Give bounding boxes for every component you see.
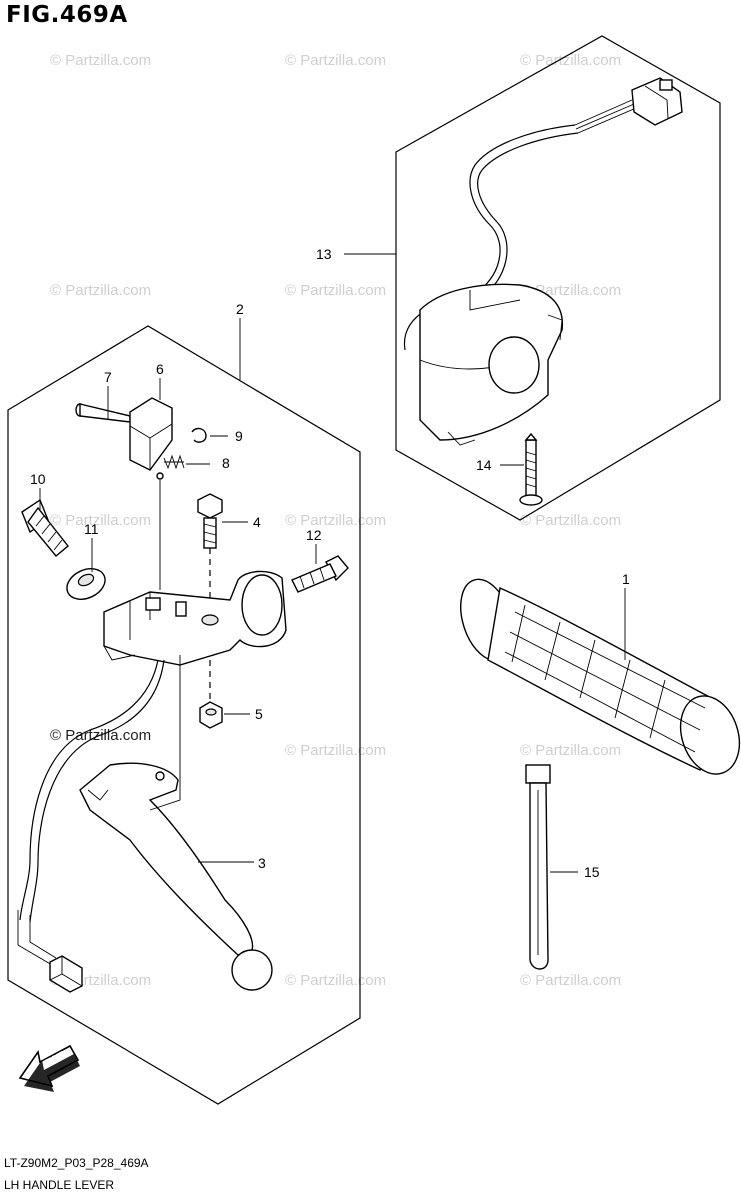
watermark: © Partzilla.com xyxy=(285,52,386,69)
fwd-arrow-icon: FWD xyxy=(18,1044,80,1092)
clutch-switch-part xyxy=(129,397,173,480)
lever-holder-part xyxy=(103,570,287,666)
lever-assembly-box xyxy=(7,325,361,1105)
callout-label: 12 xyxy=(306,527,322,543)
watermark: © Partzilla.com xyxy=(520,972,621,989)
callout-label: 5 xyxy=(255,706,263,722)
leader-lines xyxy=(39,253,626,873)
figure-code: LT-Z90M2_P03_P28_469A xyxy=(4,1156,149,1170)
callout-label: 13 xyxy=(316,246,332,262)
callout-label: 14 xyxy=(476,457,492,473)
handlebar-switch-part xyxy=(403,77,683,446)
adjuster-bolt-part xyxy=(21,498,69,557)
callout-label: 10 xyxy=(30,471,46,487)
callout-label: 3 xyxy=(258,855,266,871)
figure-name: LH HANDLE LEVER xyxy=(4,1178,115,1192)
watermark: © Partzilla.com xyxy=(50,282,151,299)
locknut-part xyxy=(66,568,106,600)
grip-part xyxy=(460,578,741,775)
watermark: © Partzilla.com xyxy=(520,742,621,759)
screw-part xyxy=(519,432,543,506)
watermark: © Partzilla.com xyxy=(50,512,151,529)
callout-label: 4 xyxy=(253,514,261,530)
callout-label: 1 xyxy=(622,571,630,587)
watermark: © Partzilla.com xyxy=(285,282,386,299)
callout-label: 2 xyxy=(236,301,244,317)
lever-part xyxy=(17,659,273,993)
callout-label: 9 xyxy=(235,428,243,444)
watermark: © Partzilla.com xyxy=(520,512,621,529)
nut-part xyxy=(199,701,223,729)
callout-label: 6 xyxy=(156,361,164,377)
spring-part xyxy=(163,454,185,470)
pin-part xyxy=(75,403,131,423)
watermark: © Partzilla.com xyxy=(285,512,386,529)
watermark: © Partzilla.com xyxy=(285,972,386,989)
callout-label: 8 xyxy=(222,455,230,471)
watermark: © Partzilla.com xyxy=(285,742,386,759)
callout-label: 7 xyxy=(104,369,112,385)
pivot-bolt-part xyxy=(197,493,223,549)
switch-assembly-box xyxy=(395,35,721,521)
watermark: © Partzilla.com xyxy=(520,52,621,69)
figure-title: FIG.469A xyxy=(6,2,128,28)
callout-label: 11 xyxy=(84,521,99,537)
callout-label: 15 xyxy=(584,864,600,880)
clamp-bolt-part xyxy=(291,555,349,593)
guide-line xyxy=(149,655,181,811)
clip-part xyxy=(191,427,207,443)
cable-tie-part xyxy=(525,764,551,970)
watermark: © Partzilla.com xyxy=(50,52,151,69)
